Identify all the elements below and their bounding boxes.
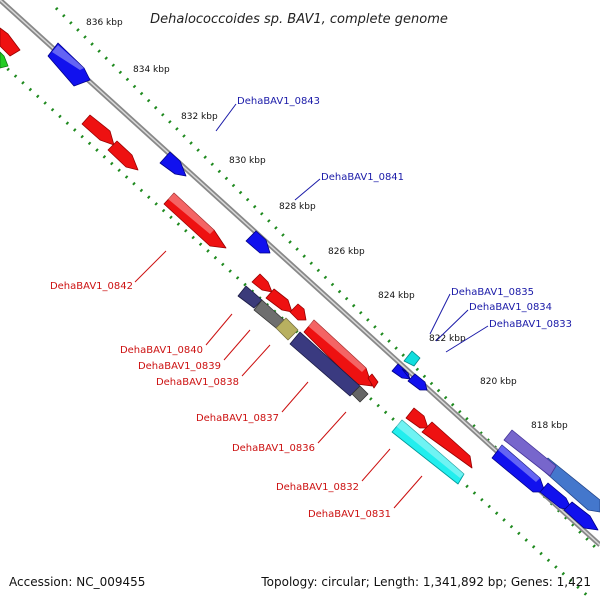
leader-line [393, 475, 423, 509]
tick-label: 818 kbp [531, 421, 568, 431]
leader-line [435, 309, 469, 342]
gene-arrow-red-partial[interactable] [0, 27, 21, 57]
tick-label: 820 kbp [480, 377, 517, 387]
leader-line [134, 250, 167, 283]
tick-label: 836 kbp [86, 18, 123, 28]
gene-arrow-red[interactable] [251, 273, 273, 293]
leader-line [281, 381, 309, 413]
tick-label: 832 kbp [181, 112, 218, 122]
gene-arrow-blue[interactable] [491, 444, 546, 493]
gene-arrow-olive[interactable] [275, 317, 299, 341]
arrow-sheen [52, 45, 540, 482]
gene-label[interactable]: DehaBAV1_0836 [232, 443, 315, 454]
gene-features [0, 27, 600, 531]
gene-label[interactable]: DehaBAV1_0840 [120, 345, 203, 356]
gene-arrow-red[interactable] [289, 303, 307, 321]
gene-label[interactable]: DehaBAV1_0843 [237, 96, 320, 107]
gene-label[interactable]: DehaBAV1_0841 [321, 172, 404, 183]
gene-label[interactable]: DehaBAV1_0837 [196, 413, 279, 424]
tick-label: 822 kbp [429, 334, 466, 344]
tick-label: 834 kbp [133, 65, 170, 75]
gene-arrow-cyan[interactable] [403, 350, 421, 367]
gene-arrow-blue[interactable] [539, 482, 573, 511]
gene-label[interactable]: DehaBAV1_0831 [308, 509, 391, 520]
gene-label[interactable]: DehaBAV1_0835 [451, 287, 534, 298]
gene-label[interactable]: DehaBAV1_0833 [489, 319, 572, 330]
gene-arrow-red[interactable] [405, 407, 429, 429]
leader-line [205, 313, 233, 346]
forward-labels: DehaBAV1_0843 DehaBAV1_0841 DehaBAV1_083… [215, 96, 572, 353]
leader-line [317, 411, 347, 444]
gene-arrow-cyan[interactable] [391, 419, 465, 485]
gene-arrow-blue[interactable] [159, 151, 187, 177]
gene-arrow-blue[interactable] [47, 42, 91, 87]
gene-arrow-red[interactable] [81, 114, 115, 146]
gene-arrow-purple[interactable] [503, 429, 557, 477]
gene-arrow-blue[interactable] [407, 373, 428, 391]
gene-arrow-blue[interactable] [563, 501, 599, 531]
leader-line [361, 448, 391, 482]
gene-arrow-darkgray[interactable] [351, 385, 369, 403]
gene-arrow-red[interactable] [163, 192, 227, 249]
tick-label: 826 kbp [328, 247, 365, 257]
reverse-labels: DehaBAV1_0842 DehaBAV1_0840 DehaBAV1_083… [50, 250, 423, 520]
accession-text: Accession: NC_009455 [9, 575, 145, 589]
gene-arrow-green-partial[interactable] [0, 51, 9, 69]
gene-arrow-red[interactable] [367, 373, 379, 389]
leader-line [241, 344, 271, 377]
tick-label: 830 kbp [229, 156, 266, 166]
leader-line [445, 325, 489, 353]
tick-label: 828 kbp [279, 202, 316, 212]
leader-line [429, 293, 451, 335]
leader-line [215, 103, 237, 132]
gene-label[interactable]: DehaBAV1_0842 [50, 281, 133, 292]
gene-label[interactable]: DehaBAV1_0832 [276, 482, 359, 493]
map-title: Dehalococcoides sp. BAV1, complete genom… [150, 12, 448, 27]
tick-label: 824 kbp [378, 291, 415, 301]
gene-arrow-blue[interactable] [401, 368, 411, 380]
gene-arrow-red[interactable] [265, 288, 293, 313]
gene-arrow-blue[interactable] [245, 230, 271, 254]
leader-line [294, 178, 321, 201]
leader-line [223, 329, 251, 361]
gene-label[interactable]: DehaBAV1_0838 [156, 377, 239, 388]
gene-arrow-red[interactable] [421, 421, 473, 469]
gene-arrow-red[interactable] [107, 140, 139, 171]
gene-label[interactable]: DehaBAV1_0839 [138, 361, 221, 372]
gene-label[interactable]: DehaBAV1_0834 [469, 302, 552, 313]
tick-labels: 836 kbp 834 kbp 832 kbp 830 kbp 828 kbp … [86, 18, 568, 431]
genome-summary-text: Topology: circular; Length: 1,341,892 bp… [260, 575, 591, 589]
